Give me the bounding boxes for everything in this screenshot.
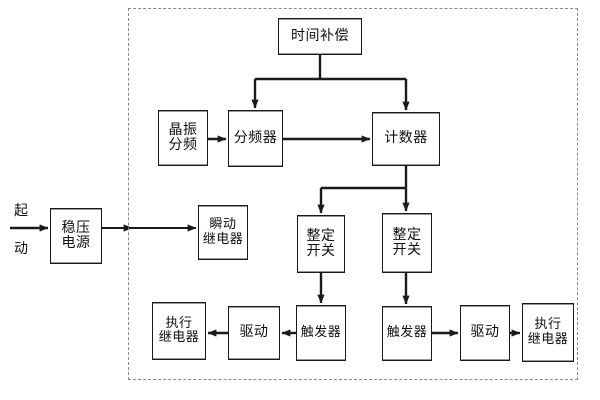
executive-relay-right-block[interactable]: 执行 继电器 [522,303,574,362]
block-text-line: 时间补偿 [291,27,349,44]
block-text-line: 分频 [168,137,198,153]
dashed-enclosure [128,8,578,380]
block-text-line: 开关 [392,242,422,258]
frequency-divider-block[interactable]: 分频器 [228,110,283,167]
drive-right-block[interactable]: 驱动 [460,305,510,361]
block-text-line: 继电器 [158,330,200,345]
block-text-line: 计数器 [384,130,428,147]
time-compensation-block[interactable]: 时间补偿 [278,18,362,55]
drive-left-block[interactable]: 驱动 [228,306,280,360]
block-text-line: 电源 [61,235,91,251]
block-text-line: 驱动 [470,324,500,341]
block-text-line: 继电器 [527,331,569,347]
start-label-bottom: 动 [14,241,28,257]
start-label-top: 起 [14,203,28,219]
block-text-line: 晶振 [168,121,198,138]
block-text-line: 瞬动 [209,217,237,233]
crystal-divider-block[interactable]: 晶振 分频 [158,110,208,166]
block-text-line: 驱动 [239,324,269,341]
voltage-regulator-power-block[interactable]: 稳压 电源 [50,208,102,264]
block-text-line: 触发器 [386,325,428,341]
block-text-line: 整定 [306,227,336,244]
block-text-line: 分频器 [233,129,278,146]
setting-switch-left-block[interactable]: 整定 开关 [297,215,345,273]
block-text-line: 开关 [306,243,336,259]
trigger-right-block[interactable]: 触发器 [382,306,432,361]
block-text-line: 触发器 [300,324,342,340]
block-text-line: 执行 [165,315,193,331]
executive-relay-left-block[interactable]: 执行 继电器 [152,302,206,360]
block-text-line: 继电器 [202,231,244,247]
instant-relay-block[interactable]: 瞬动 继电器 [198,205,248,260]
setting-switch-right-block[interactable]: 整定 开关 [382,213,432,273]
trigger-left-block[interactable]: 触发器 [296,305,346,361]
block-text-line: 整定 [392,226,422,243]
block-text-line: 稳压 [61,219,91,236]
block-text-line: 执行 [534,317,562,333]
counter-block[interactable]: 计数器 [372,112,440,166]
